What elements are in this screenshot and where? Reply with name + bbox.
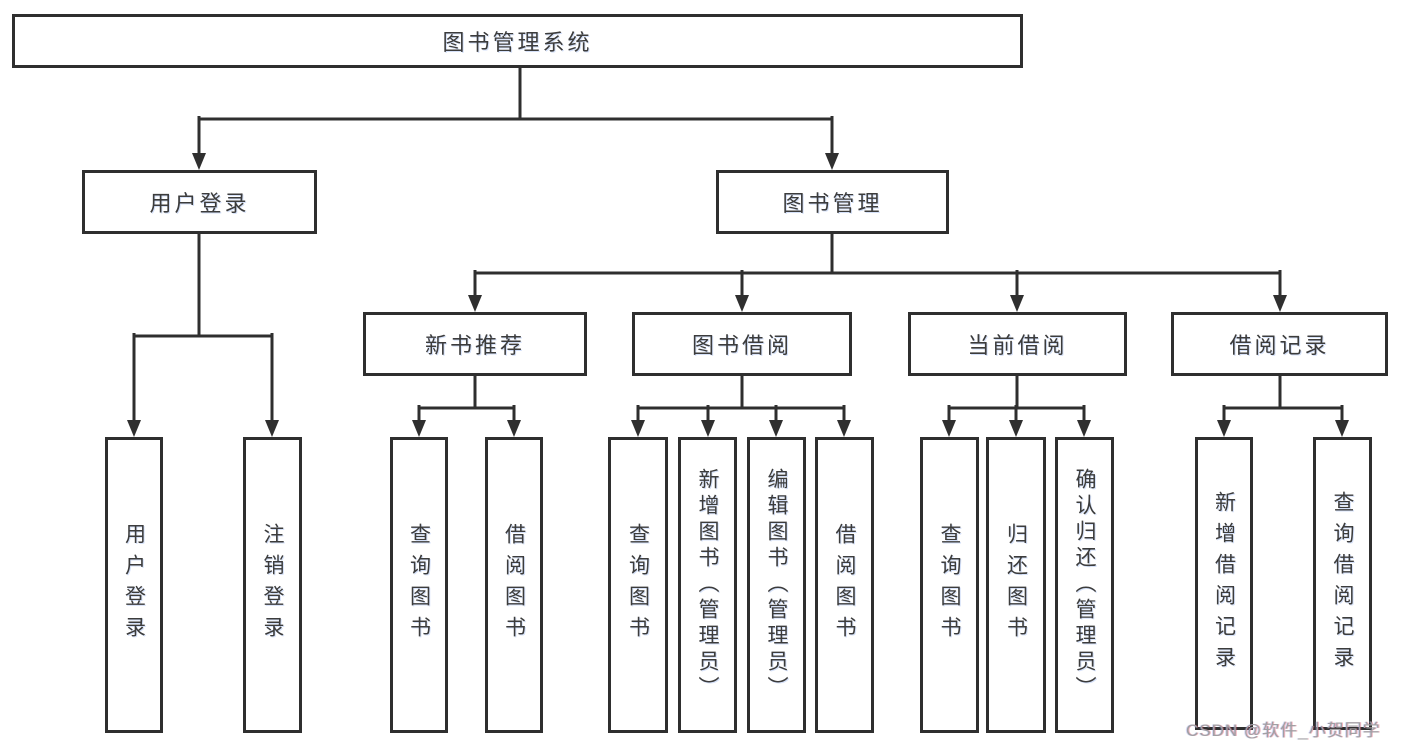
leaf-query-books-current: 查询图书 xyxy=(920,437,979,733)
leaf-edit-book-admin-label: 编辑图书（管理员） xyxy=(765,468,788,702)
connector-bookmgmt-to-level3 xyxy=(473,232,1282,298)
leaf-borrow-books-recommend-label: 借阅图书 xyxy=(502,523,526,647)
leaf-query-books-borrowing-label: 查询图书 xyxy=(626,523,650,647)
node-book-management: 图书管理 xyxy=(716,170,949,234)
leaf-add-book-admin: 新增图书（管理员） xyxy=(678,437,737,733)
leaf-confirm-return-admin-label: 确认归还（管理员） xyxy=(1073,468,1096,702)
leaf-logout: 注销登录 xyxy=(243,437,302,733)
csdn-watermark: CSDN @软件_小贺同学 xyxy=(1186,721,1381,740)
leaf-query-books-recommend: 查询图书 xyxy=(390,437,448,733)
node-new-book-recommend-label: 新书推荐 xyxy=(424,333,525,358)
node-current-borrowing: 当前借阅 xyxy=(908,312,1127,376)
node-root-system: 图书管理系统 xyxy=(12,14,1023,68)
node-root-system-label: 图书管理系统 xyxy=(442,30,593,55)
node-user-login: 用户登录 xyxy=(82,170,317,234)
leaf-query-books-borrowing: 查询图书 xyxy=(608,437,668,733)
connector-newbook-to-leaves xyxy=(417,374,516,423)
node-current-borrowing-label: 当前借阅 xyxy=(967,333,1068,358)
leaf-borrow-books-label: 借阅图书 xyxy=(833,523,856,647)
leaf-query-borrow-record: 查询借阅记录 xyxy=(1313,437,1372,730)
connector-current-to-leaves xyxy=(947,374,1086,423)
leaf-add-borrow-record-label: 新增借阅记录 xyxy=(1212,490,1236,677)
leaf-return-book: 归还图书 xyxy=(986,437,1046,733)
arrowheads xyxy=(127,153,1349,437)
leaf-user-login: 用户登录 xyxy=(105,437,163,733)
connector-borrowing-to-leaves xyxy=(636,374,846,423)
leaf-query-books-recommend-label: 查询图书 xyxy=(407,523,431,647)
node-user-login-label: 用户登录 xyxy=(149,191,250,216)
node-borrowing-records: 借阅记录 xyxy=(1171,312,1388,376)
leaf-add-borrow-record: 新增借阅记录 xyxy=(1195,437,1253,730)
leaf-query-borrow-record-label: 查询借阅记录 xyxy=(1331,490,1354,677)
leaf-edit-book-admin: 编辑图书（管理员） xyxy=(747,437,806,733)
leaf-user-login-label: 用户登录 xyxy=(122,523,146,647)
leaf-borrow-books-recommend: 借阅图书 xyxy=(485,437,543,733)
node-book-borrowing: 图书借阅 xyxy=(632,312,852,376)
connector-userlogin-to-leaves xyxy=(132,232,274,423)
leaf-add-book-admin-label: 新增图书（管理员） xyxy=(696,468,719,702)
connector-records-to-leaves xyxy=(1222,374,1344,423)
node-new-book-recommend: 新书推荐 xyxy=(363,312,587,376)
leaf-confirm-return-admin: 确认归还（管理员） xyxy=(1055,437,1114,733)
leaf-query-books-current-label: 查询图书 xyxy=(938,523,961,647)
leaf-return-book-label: 归还图书 xyxy=(1004,523,1028,647)
node-book-borrowing-label: 图书借阅 xyxy=(691,333,792,358)
connector-root-to-level2 xyxy=(197,66,834,156)
leaf-logout-label: 注销登录 xyxy=(261,523,284,647)
node-borrowing-records-label: 借阅记录 xyxy=(1229,333,1330,358)
node-book-management-label: 图书管理 xyxy=(782,191,883,216)
leaf-borrow-books: 借阅图书 xyxy=(815,437,874,733)
